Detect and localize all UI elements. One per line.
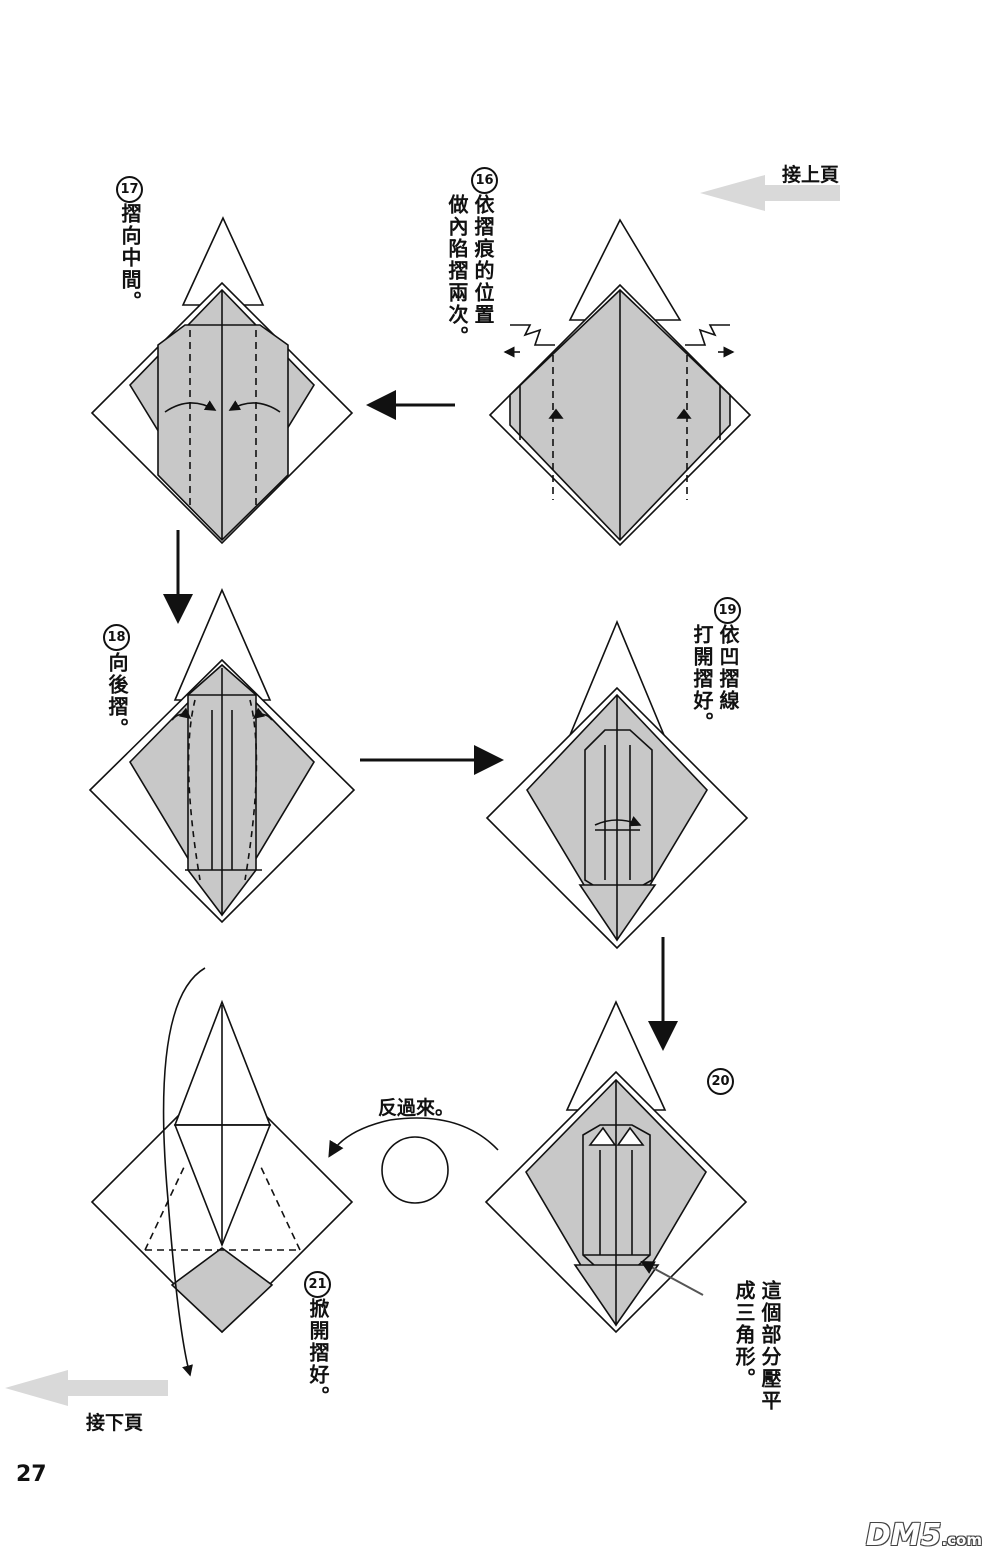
step-19-number: 19 xyxy=(714,597,741,624)
watermark-brand: DM5 xyxy=(865,1518,942,1553)
page-number: 27 xyxy=(16,1462,47,1487)
step-16-model xyxy=(488,218,752,547)
step-19-line-1: 依凹摺線 xyxy=(716,624,740,712)
flip-over-note: 反過來。 xyxy=(378,1097,455,1119)
flatten-note-line-1: 這個部分壓平 xyxy=(758,1280,782,1412)
step-21-number: 21 xyxy=(304,1271,331,1298)
step-20-model xyxy=(484,1000,748,1334)
step-17-line-1: 摺向中間。 xyxy=(118,203,142,313)
site-watermark: DM5.com xyxy=(866,1518,982,1553)
flatten-note-line-2: 成三角形。 xyxy=(732,1280,756,1390)
watermark-suffix: .com xyxy=(941,1531,982,1549)
continued-to-arrow xyxy=(5,1370,168,1406)
step-16-line-1: 依摺痕的位置 xyxy=(471,194,495,326)
step-19-model xyxy=(485,619,749,950)
step-21-line-1: 掀開摺好。 xyxy=(306,1298,330,1408)
flip-over-arrow xyxy=(328,1117,499,1204)
step-20-number: 20 xyxy=(707,1068,734,1095)
step-16-number: 16 xyxy=(471,167,498,194)
step-18-model xyxy=(88,587,356,924)
step-19-line-2: 打開摺好。 xyxy=(690,624,714,734)
step-18-line-1: 向後摺。 xyxy=(105,652,129,740)
step-17-number: 17 xyxy=(116,176,143,203)
step-21-model xyxy=(90,967,354,1377)
step-17-model xyxy=(90,216,354,545)
step-16-line-2: 做內陷摺兩次。 xyxy=(445,194,469,348)
continued-from-arrow xyxy=(700,175,840,211)
step-18-number: 18 xyxy=(103,624,130,651)
continued-from-label: 接上頁 xyxy=(782,164,840,186)
continued-to-label: 接下頁 xyxy=(86,1412,144,1434)
